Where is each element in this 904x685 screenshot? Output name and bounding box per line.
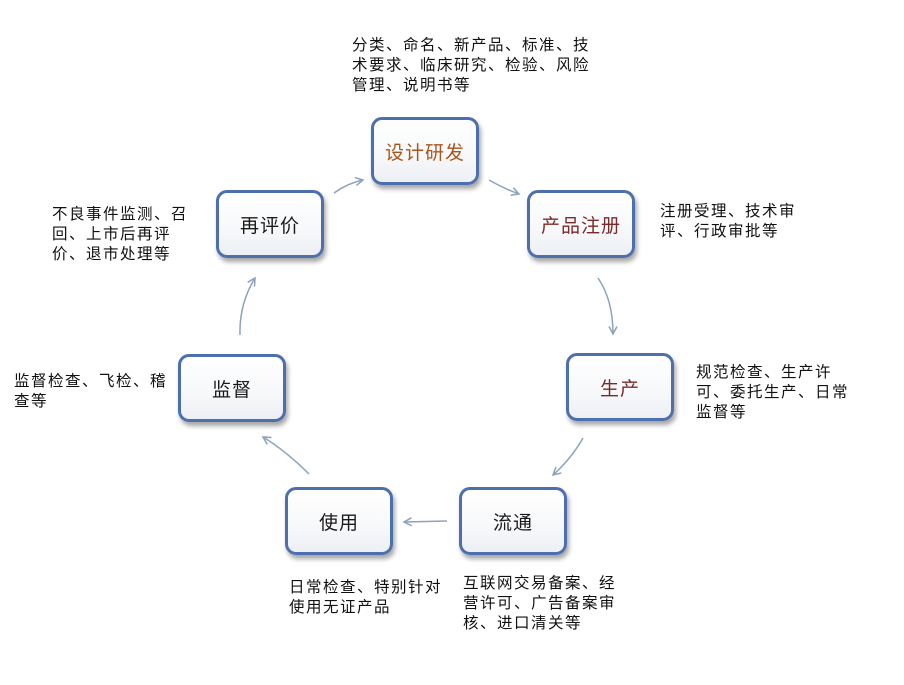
stage-node-production: 生产 — [566, 353, 674, 421]
note-line: 规范检查、生产许 — [696, 363, 833, 381]
stage-node-reevaluation: 再评价 — [216, 190, 324, 258]
stage-label-design: 设计研发 — [384, 141, 465, 164]
arrow-reevaluation-to-design — [333, 180, 363, 194]
stage-node-supervision: 监督 — [178, 354, 286, 422]
note-line: 术要求、临床研究、检验、风险 — [352, 56, 591, 74]
stage-node-registration: 产品注册 — [527, 190, 635, 258]
stage-notes-supervision: 监督检查、飞检、稽 查等 — [14, 371, 167, 411]
stage-label-reevaluation: 再评价 — [239, 214, 300, 237]
stage-node-use: 使用 — [285, 487, 393, 555]
note-line: 分类、命名、新产品、标准、技 — [352, 36, 591, 54]
note-line: 使用无证产品 — [289, 598, 392, 616]
stage-notes-reevaluation: 不良事件监测、召 回、上市后再评 价、退市处理等 — [52, 204, 188, 264]
note-line: 价、退市处理等 — [52, 245, 172, 263]
note-line: 不良事件监测、召 — [52, 205, 189, 223]
note-line: 监督检查、飞检、稽 — [14, 372, 168, 390]
note-line: 管理、说明书等 — [352, 76, 472, 94]
arrow-distribution-to-use — [404, 521, 448, 522]
note-line: 回、上市后再评 — [52, 225, 172, 243]
note-line: 评、行政审批等 — [660, 222, 780, 240]
stage-notes-design: 分类、命名、新产品、标准、技 术要求、临床研究、检验、风险 管理、说明书等 — [352, 35, 590, 95]
note-line: 互联网交易备案、经 — [463, 574, 617, 592]
stage-notes-distribution: 互联网交易备案、经 营许可、广告备案审 核、进口清关等 — [463, 573, 616, 633]
note-line: 日常检查、特别针对 — [289, 578, 443, 596]
stage-node-distribution: 流通 — [459, 487, 567, 555]
stage-label-distribution: 流通 — [492, 511, 533, 534]
stage-notes-registration: 注册受理、技术审 评、行政审批等 — [660, 201, 796, 241]
note-line: 注册受理、技术审 — [660, 202, 797, 220]
note-line: 监督等 — [696, 403, 748, 421]
stage-notes-use: 日常检查、特别针对 使用无证产品 — [289, 577, 442, 617]
stage-label-production: 生产 — [599, 377, 640, 400]
arrow-use-to-supervision — [263, 437, 310, 475]
stage-label-registration: 产品注册 — [540, 214, 621, 237]
stage-node-design: 设计研发 — [371, 117, 479, 185]
note-line: 营许可、广告备案审 — [463, 594, 617, 612]
arrow-design-to-registration — [488, 179, 519, 194]
stage-label-use: 使用 — [318, 511, 359, 534]
stage-notes-production: 规范检查、生产许 可、委托生产、日常 监督等 — [696, 362, 849, 422]
arrow-production-to-distribution — [553, 437, 584, 475]
note-line: 核、进口清关等 — [463, 614, 583, 632]
note-line: 可、委托生产、日常 — [696, 383, 850, 401]
arrow-registration-to-production — [597, 277, 613, 334]
arrow-supervision-to-reevaluation — [239, 278, 255, 336]
note-line: 查等 — [14, 392, 49, 410]
stage-label-supervision: 监督 — [211, 378, 252, 401]
